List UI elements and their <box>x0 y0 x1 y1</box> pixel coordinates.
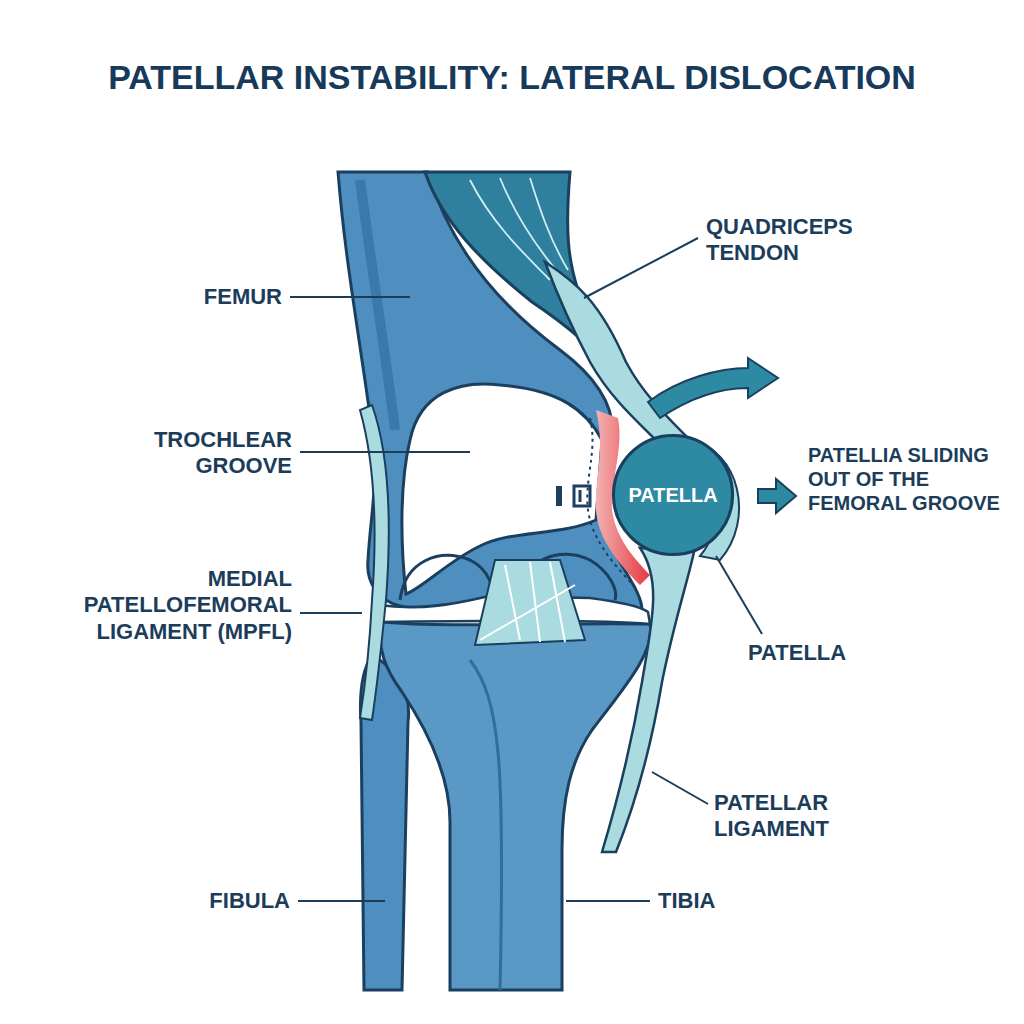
annotation-text: PATELLIA SLIDING OUT OF THE FEMORAL GROO… <box>808 443 1014 515</box>
muscle-fibers <box>470 178 568 280</box>
direction-arrow <box>758 479 796 513</box>
patellar-ligament <box>602 548 694 852</box>
part-label: PATELLA <box>748 640 888 666</box>
tibia-bone <box>380 622 650 990</box>
bone-label: TIBIA <box>658 888 788 914</box>
quadriceps-tendon <box>545 262 692 446</box>
diagram-title: PATELLAR INSTABILITY: LATERAL DISLOCATIO… <box>40 58 984 97</box>
bone-label: FIBULA <box>160 888 290 914</box>
node-label: PATELLA <box>628 484 717 507</box>
gap-mark <box>574 486 590 506</box>
femur-shading <box>360 180 395 430</box>
tibia-shading <box>470 660 502 990</box>
tendon-label: QUADRICEPS TENDON <box>706 214 906 267</box>
bone-label: FEMUR <box>160 284 282 310</box>
ligament-label: PATELLAR LIGAMENT <box>714 790 874 843</box>
ligament-label: MEDIAL PATELLOFEMORAL LIGAMENT (MPFL) <box>40 566 292 645</box>
cruciate-ligament <box>475 560 585 645</box>
groove-label: TROCHLEAR GROOVE <box>96 427 292 480</box>
motion-arrow <box>648 358 778 418</box>
patella-circle: PATELLA <box>611 433 735 557</box>
gap-mark <box>556 486 562 506</box>
leader-lines <box>290 238 762 901</box>
ligament-fibers <box>480 562 575 642</box>
